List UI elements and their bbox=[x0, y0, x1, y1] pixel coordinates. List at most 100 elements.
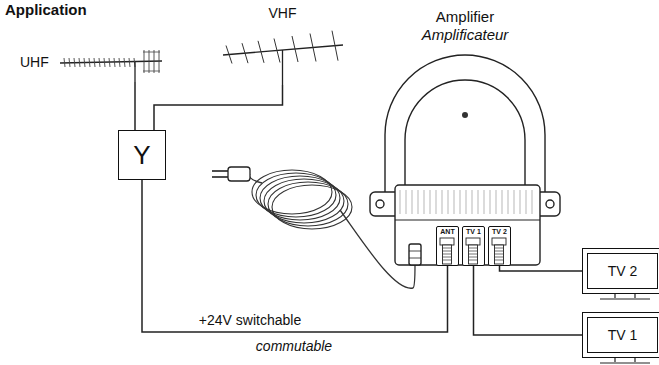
coax-cable bbox=[500, 266, 583, 271]
housing-inner-dome bbox=[405, 80, 525, 190]
vent-slot bbox=[436, 190, 437, 214]
yagi-element bbox=[69, 58, 70, 67]
connector-nut bbox=[492, 238, 506, 245]
thread-line bbox=[469, 248, 478, 249]
yagi-boom bbox=[60, 61, 162, 63]
node-label: VHF bbox=[269, 5, 297, 22]
reflector-rod bbox=[144, 50, 145, 73]
thread-line bbox=[443, 248, 452, 249]
amplifier-unit: AmplifierAmplificateurANTTV 1TV 2 bbox=[355, 5, 575, 270]
coax-cable bbox=[154, 85, 283, 130]
yagi-element bbox=[109, 58, 110, 67]
yagi-element bbox=[226, 46, 232, 64]
port-label: TV 1 bbox=[466, 227, 481, 236]
node-label: UHF bbox=[20, 54, 49, 71]
gland-ring bbox=[409, 251, 421, 252]
reflector-bar bbox=[143, 52, 160, 53]
node-label: TV 2 bbox=[608, 263, 638, 280]
section-heading: Application bbox=[2, 1, 90, 18]
cord-to-plug bbox=[249, 174, 262, 183]
port-label: ANT bbox=[440, 227, 454, 236]
yagi-element bbox=[332, 31, 338, 61]
vent-slot bbox=[508, 190, 509, 214]
coax-cable bbox=[474, 266, 583, 335]
vent-slot bbox=[472, 190, 473, 214]
cable-note: commutable bbox=[253, 338, 335, 354]
antenna-mast bbox=[282, 50, 283, 85]
f-connector-port: TV 1 bbox=[462, 226, 485, 266]
cable-label: +24V switchable bbox=[196, 312, 304, 328]
f-connector-port: ANT bbox=[436, 226, 459, 266]
yagi-element bbox=[124, 58, 125, 67]
thread-line bbox=[495, 260, 504, 261]
yagi-element bbox=[94, 58, 95, 67]
vent-slot bbox=[496, 190, 497, 214]
yagi-element bbox=[64, 58, 65, 67]
reflector-rod bbox=[154, 50, 155, 73]
vent-slot bbox=[406, 190, 407, 214]
yagi-element bbox=[129, 58, 130, 67]
f-connector bbox=[466, 238, 480, 264]
amplifier-housing bbox=[370, 55, 560, 265]
thread-line bbox=[495, 251, 504, 252]
yagi-element bbox=[258, 41, 264, 63]
device-title: Amplificateur bbox=[422, 26, 509, 44]
connector-thread bbox=[469, 245, 478, 264]
yagi-element bbox=[119, 58, 120, 67]
connector-thread bbox=[443, 245, 452, 264]
thread-line bbox=[495, 257, 504, 258]
yagi-element bbox=[74, 58, 75, 67]
thread-line bbox=[443, 260, 452, 261]
cord-coil-loop bbox=[272, 185, 352, 229]
reflector-rod bbox=[159, 50, 160, 73]
gland-ring bbox=[409, 258, 421, 259]
vent-slot bbox=[442, 190, 443, 214]
yagi-element bbox=[292, 36, 298, 62]
plug-pin bbox=[212, 170, 228, 172]
f-connector bbox=[492, 238, 506, 264]
coax-cable bbox=[134, 82, 136, 130]
vhf-yagi bbox=[223, 31, 343, 85]
mains-plug bbox=[228, 167, 250, 181]
tv-stand bbox=[600, 294, 650, 299]
tv-stand bbox=[600, 358, 650, 363]
connector-nut bbox=[466, 238, 480, 245]
yagi-element bbox=[84, 58, 85, 67]
thread-line bbox=[443, 251, 452, 252]
vent-slot bbox=[418, 190, 419, 214]
vent-slot bbox=[520, 190, 521, 214]
yagi-element bbox=[114, 58, 115, 67]
vent-slot bbox=[484, 190, 485, 214]
vent-slot bbox=[466, 190, 467, 214]
port-label: TV 2 bbox=[492, 227, 507, 236]
uhf-antenna: UHF bbox=[20, 42, 165, 82]
thread-line bbox=[443, 257, 452, 258]
f-connector bbox=[440, 238, 454, 264]
mounting-hole bbox=[546, 200, 554, 208]
yagi-element bbox=[274, 39, 280, 63]
f-connector-port: TV 2 bbox=[488, 226, 511, 266]
thread-line bbox=[469, 260, 478, 261]
vent-slot bbox=[400, 190, 401, 214]
combiner-box: Y bbox=[118, 130, 166, 180]
tv-set: TV 2 bbox=[582, 248, 659, 294]
antenna-mast bbox=[134, 62, 135, 82]
vent-slot bbox=[478, 190, 479, 214]
vent-slot bbox=[526, 190, 527, 214]
vent-slot bbox=[460, 190, 461, 214]
vhf-antenna: VHF bbox=[215, 5, 350, 85]
vent-slot bbox=[448, 190, 449, 214]
vent-slot bbox=[424, 190, 425, 214]
tv-set: TV 1 bbox=[582, 312, 659, 358]
yagi-element bbox=[79, 58, 80, 67]
node-label: TV 1 bbox=[608, 327, 638, 344]
connector-nut bbox=[440, 238, 454, 245]
base-seam bbox=[395, 220, 540, 221]
power-led bbox=[462, 112, 468, 118]
mounting-hole bbox=[376, 200, 384, 208]
plug-pin bbox=[212, 176, 228, 178]
yagi-element bbox=[310, 34, 316, 62]
